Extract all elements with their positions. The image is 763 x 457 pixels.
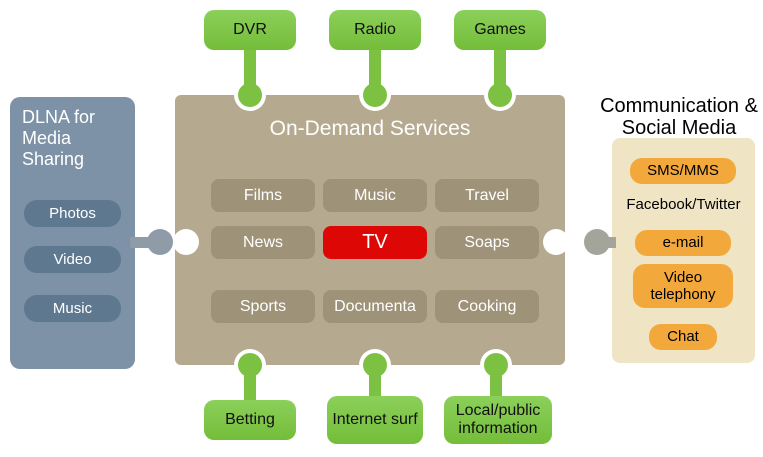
- right-item-sms-mms: SMS/MMS: [630, 158, 736, 184]
- puzzle-tab-games: [488, 83, 512, 107]
- puzzle-stem-internet-surf: [369, 372, 381, 400]
- module-dvr: DVR: [204, 10, 296, 50]
- right-item-chat: Chat: [649, 324, 717, 350]
- module-betting: Betting: [204, 400, 296, 440]
- service-tv-highlighted: TV: [323, 226, 427, 259]
- service-sports: Sports: [211, 290, 315, 323]
- center-panel-title: On-Demand Services: [269, 117, 471, 140]
- left-item-video: Video: [24, 246, 121, 273]
- puzzle-tab-left-panel: [147, 229, 173, 255]
- communication-social-media-panel: SMS/MMS Facebook/Twitter e-mail Video te…: [612, 138, 755, 363]
- service-music: Music: [323, 179, 427, 212]
- service-soaps: Soaps: [435, 226, 539, 259]
- puzzle-notch-left: [173, 229, 199, 255]
- puzzle-stem-betting: [244, 372, 256, 402]
- right-item-email: e-mail: [635, 230, 731, 256]
- puzzle-tab-dvr: [238, 83, 262, 107]
- puzzle-notch-right: [543, 229, 569, 255]
- left-item-photos: Photos: [24, 200, 121, 227]
- service-cooking: Cooking: [435, 290, 539, 323]
- service-news: News: [211, 226, 315, 259]
- puzzle-stem-left-panel: [130, 237, 154, 248]
- module-internet-surf: Internet surf: [327, 396, 423, 444]
- module-games: Games: [454, 10, 546, 50]
- dlna-media-sharing-panel: DLNA for Media Sharing Photos Video Musi…: [10, 97, 135, 369]
- right-panel-title: Communication & Social Media: [600, 95, 758, 139]
- puzzle-tab-radio: [363, 83, 387, 107]
- right-item-video-telephony: Video telephony: [633, 264, 733, 308]
- service-documenta: Documenta: [323, 290, 427, 323]
- service-films: Films: [211, 179, 315, 212]
- right-item-facebook-twitter: Facebook/Twitter: [626, 196, 741, 213]
- puzzle-stem-right-panel: [602, 237, 616, 248]
- puzzle-stem-radio: [369, 46, 381, 86]
- puzzle-stem-dvr: [244, 46, 256, 86]
- left-item-music: Music: [24, 295, 121, 322]
- puzzle-stem-local-info: [490, 372, 502, 400]
- on-demand-services-panel: On-Demand Services Films Music Travel Ne…: [175, 95, 565, 365]
- module-local-public-information: Local/public information: [444, 396, 552, 444]
- left-panel-title: DLNA for Media Sharing: [22, 107, 96, 170]
- puzzle-stem-games: [494, 46, 506, 86]
- module-radio: Radio: [329, 10, 421, 50]
- service-travel: Travel: [435, 179, 539, 212]
